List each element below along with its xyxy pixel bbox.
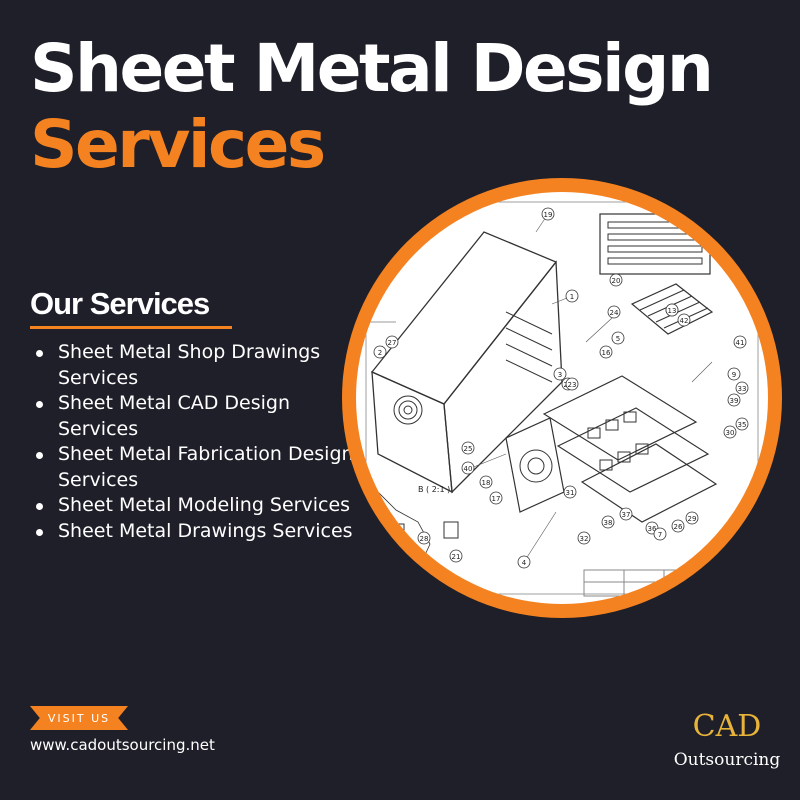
callout: 25 — [461, 441, 475, 455]
callout: 24 — [607, 305, 621, 319]
callout-label: 21 — [452, 553, 461, 561]
callout-label: 23 — [568, 381, 577, 389]
callout-label: 13 — [668, 307, 677, 315]
bullet-icon — [36, 452, 43, 459]
service-list: Sheet Metal Shop Drawings Services Sheet… — [36, 340, 356, 544]
callout: 3 — [553, 367, 567, 381]
callout-label: 24 — [610, 309, 619, 317]
bullet-icon — [36, 503, 43, 510]
callout-label: 7 — [658, 531, 662, 539]
callout: 39 — [727, 393, 741, 407]
service-item: Sheet Metal CAD Design Services — [36, 391, 356, 442]
callout-label: 4 — [522, 559, 527, 567]
callout: 38 — [601, 515, 615, 529]
bullet-icon — [36, 528, 43, 536]
cad-drawing-svg: 19 20 1 27 2 5 22 12 41 3 25 40 17 18 24… — [365, 201, 759, 597]
callout-label: 39 — [730, 397, 739, 405]
callout-label: 30 — [726, 429, 735, 437]
service-item: Sheet Metal Drawings Services — [36, 519, 356, 545]
callout: 33 — [735, 381, 749, 395]
callout: 23 — [565, 377, 579, 391]
website-link[interactable]: www.cadoutsourcing.net — [30, 736, 215, 754]
bullet-icon — [36, 401, 43, 408]
callout-label: 18 — [482, 479, 491, 487]
callout: 41 — [733, 335, 747, 349]
service-item: Sheet Metal Shop Drawings Services — [36, 340, 356, 391]
visit-us-badge[interactable]: VISIT US — [30, 706, 128, 730]
callout-label: 19 — [544, 211, 553, 219]
callout: 1 — [565, 289, 579, 303]
callout-label: 31 — [566, 489, 575, 497]
callout-label: 2 — [378, 349, 382, 357]
callout: 13 — [665, 303, 679, 317]
callout: 7 — [653, 527, 667, 541]
callout: 4 — [517, 555, 531, 569]
callout: 28 — [417, 531, 431, 545]
callout-label: 16 — [602, 349, 611, 357]
callout: 19 — [541, 207, 555, 221]
callout-balloons: 19 20 1 27 2 5 22 12 41 3 25 40 17 18 24… — [373, 207, 749, 569]
service-item-label: Sheet Metal Shop Drawings Services — [58, 341, 321, 389]
service-item-label: Sheet Metal Drawings Services — [58, 519, 353, 542]
services-heading-underline — [30, 326, 232, 329]
callout-label: 37 — [622, 511, 631, 519]
callout-label: 35 — [738, 421, 747, 429]
callout: 40 — [461, 461, 475, 475]
callout-label: 29 — [688, 515, 697, 523]
callout-label: 42 — [680, 317, 689, 325]
callout: 31 — [563, 485, 577, 499]
company-logo: CAD Outsourcing — [664, 712, 790, 769]
callout: 18 — [479, 475, 493, 489]
callout-label: 20 — [612, 277, 621, 285]
callout: 26 — [671, 519, 685, 533]
callout-label: 9 — [732, 371, 736, 379]
headline-line-1: Sheet Metal Design — [30, 30, 714, 107]
callout-label: 17 — [492, 495, 501, 503]
callout-label: 27 — [388, 339, 397, 347]
logo-main-text: CAD — [692, 709, 762, 744]
callout: 32 — [577, 531, 591, 545]
logo-sub-text: Outsourcing — [673, 750, 781, 770]
service-item-label: Sheet Metal Modeling Services — [58, 494, 351, 516]
callout: 35 — [735, 417, 749, 431]
callout: 42 — [677, 313, 691, 327]
bullet-icon — [36, 350, 43, 357]
callout: 27 — [385, 335, 399, 349]
callout: 29 — [685, 511, 699, 525]
callout: 30 — [723, 425, 737, 439]
callout-label: 5 — [616, 335, 620, 343]
callout: 5 — [611, 331, 625, 345]
callout: 37 — [619, 507, 633, 521]
callout-label: 36 — [648, 525, 657, 533]
callout: 21 — [449, 549, 463, 563]
callout-label: 33 — [738, 385, 747, 393]
services-heading: Our Services — [30, 286, 210, 321]
callout-label: 38 — [604, 519, 613, 527]
callout-label: 41 — [736, 339, 745, 347]
callout-label: 25 — [464, 445, 473, 453]
callout-label: 40 — [464, 465, 473, 473]
service-item-label: Sheet Metal CAD Design Services — [58, 392, 290, 440]
service-item: Sheet Metal Fabrication Design Services — [36, 442, 356, 493]
callout-label: 3 — [558, 371, 562, 379]
service-item-label: Sheet Metal Fabrication Design Services — [58, 443, 354, 491]
detail-view-label: B ( 2:1 ) — [418, 485, 450, 494]
callout: 2 — [373, 345, 387, 359]
cad-drawing-image: 19 20 1 27 2 5 22 12 41 3 25 40 17 18 24… — [356, 192, 768, 604]
callout-label: 1 — [570, 293, 574, 301]
service-item: Sheet Metal Modeling Services — [36, 493, 356, 519]
callout: 9 — [727, 367, 741, 381]
callout: 16 — [599, 345, 613, 359]
callout: 17 — [489, 491, 503, 505]
headline-line-2: Services — [30, 106, 326, 183]
callout-label: 32 — [580, 535, 589, 543]
callout-label: 26 — [674, 523, 683, 531]
callout: 20 — [609, 273, 623, 287]
callout-label: 28 — [420, 535, 429, 543]
